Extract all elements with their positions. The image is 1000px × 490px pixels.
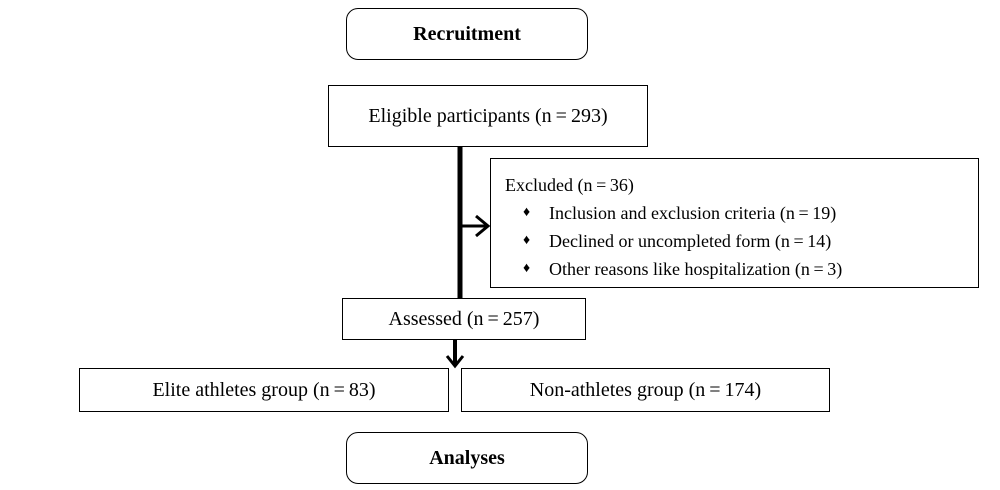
excluded-title: Excluded (n = 36): [505, 175, 634, 195]
assessed-label: Assessed (n = 257): [388, 307, 540, 330]
elite-athletes-group-label: Elite athletes group (n = 83): [152, 378, 376, 401]
non-athletes-group-label: Non-athletes group (n = 174): [529, 378, 762, 401]
exclusion-arrowhead: [475, 214, 491, 238]
exclusion-reason-text: Other reasons like hospitalization (n = …: [549, 259, 843, 279]
exclusion-reason-item: ♦ Declined or uncompleted form (n = 14): [523, 227, 978, 255]
non-athletes-group-box: Non-athletes group (n = 174): [461, 368, 830, 412]
diamond-bullet-icon: ♦: [523, 233, 531, 248]
diamond-bullet-icon: ♦: [523, 261, 531, 276]
exclusion-reason-item: ♦ Other reasons like hospitalization (n …: [523, 255, 978, 283]
analyses-box: Analyses: [346, 432, 588, 484]
analyses-label: Analyses: [429, 446, 505, 469]
assessed-arrowhead: [445, 355, 465, 369]
exclusion-reason-text: Inclusion and exclusion criteria (n = 19…: [549, 203, 837, 223]
exclusion-reason-item: ♦ Inclusion and exclusion criteria (n = …: [523, 199, 978, 227]
assessed-box: Assessed (n = 257): [342, 298, 586, 340]
exclusion-reason-text: Declined or uncompleted form (n = 14): [549, 231, 832, 251]
recruitment-label: Recruitment: [413, 22, 521, 45]
elite-athletes-group-box: Elite athletes group (n = 83): [79, 368, 449, 412]
excluded-box: Excluded (n = 36) ♦ Inclusion and exclus…: [490, 158, 979, 288]
eligible-participants-box: Eligible participants (n = 293): [328, 85, 648, 147]
eligible-participants-label: Eligible participants (n = 293): [368, 104, 608, 127]
recruitment-box: Recruitment: [346, 8, 588, 60]
exclusion-reasons-list: ♦ Inclusion and exclusion criteria (n = …: [505, 199, 978, 283]
diamond-bullet-icon: ♦: [523, 205, 531, 220]
